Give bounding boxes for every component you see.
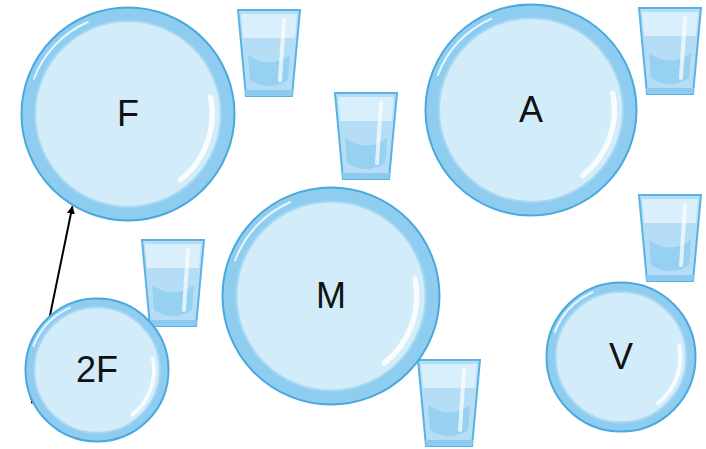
plate-label: 2F xyxy=(76,352,118,388)
plate-label: V xyxy=(609,339,633,375)
plate-label: A xyxy=(519,92,543,128)
plate-node: F xyxy=(20,6,236,222)
plate-label-holder: A xyxy=(424,3,638,217)
plate-label: F xyxy=(117,96,139,132)
cup xyxy=(639,8,701,94)
plate-label-holder: V xyxy=(545,281,697,433)
plate-label-holder: M xyxy=(221,186,441,406)
plate-label-holder: 2F xyxy=(24,297,170,443)
plate-node: 2F xyxy=(24,297,170,443)
plate-node: V xyxy=(545,281,697,433)
plate-label: M xyxy=(316,278,346,314)
cup xyxy=(142,240,204,326)
plate-label-holder: F xyxy=(20,6,236,222)
cup xyxy=(335,93,397,179)
plate-node: M xyxy=(221,186,441,406)
cup xyxy=(418,360,480,446)
plate-node: A xyxy=(424,3,638,217)
cup xyxy=(238,10,300,96)
cup xyxy=(639,195,701,281)
